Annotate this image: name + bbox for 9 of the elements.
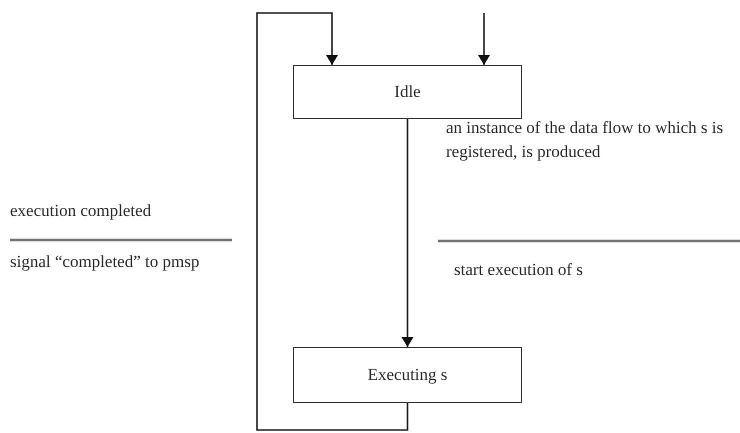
transition-label: execution completed [10, 200, 152, 222]
arrow [478, 13, 490, 65]
transition-label: an instance of the data flow to which s is registered, is produced [446, 117, 724, 163]
transition-label: start execution of s [454, 259, 583, 281]
state-box: Idle [293, 65, 522, 119]
transition-label: signal “completed” to pmsp [10, 251, 200, 273]
arrow [402, 119, 414, 347]
state-box: Executing s [293, 347, 522, 403]
arrow [256, 12, 408, 431]
